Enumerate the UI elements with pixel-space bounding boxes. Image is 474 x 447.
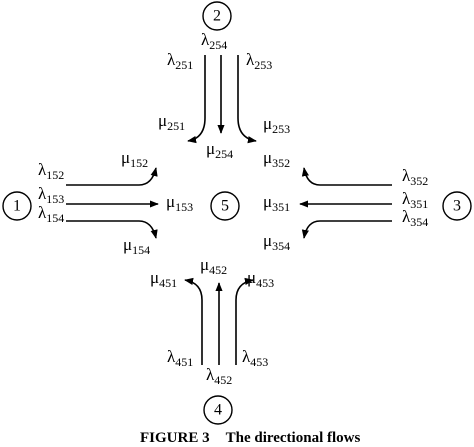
flow-arrow-154 — [66, 220, 158, 239]
label-lambda-254: λ254 — [201, 30, 227, 52]
svg-text:4: 4 — [214, 402, 222, 419]
label-lambda-153: λ153 — [38, 184, 64, 206]
label-mu-152: μ152 — [121, 148, 148, 170]
label-lambda-251: λ251 — [167, 50, 193, 72]
flow-arrow-451 — [184, 277, 203, 365]
label-lambda-152: λ152 — [38, 160, 64, 182]
label-mu-453: μ453 — [247, 268, 274, 290]
label-lambda-253: λ253 — [246, 50, 272, 72]
flow-arrow-453 — [235, 277, 254, 365]
node-3: 3 — [442, 191, 472, 221]
svg-text:3: 3 — [453, 198, 461, 215]
figure-title: The directional flows — [226, 430, 361, 446]
flow-arrow-253 — [237, 55, 257, 144]
label-lambda-154: λ154 — [38, 203, 64, 225]
label-mu-154: μ154 — [123, 235, 150, 257]
label-lambda-452: λ452 — [206, 365, 232, 387]
flow-arrow-354 — [301, 220, 392, 239]
label-mu-253: μ253 — [263, 114, 290, 136]
node-1: 1 — [2, 191, 32, 221]
label-mu-351: μ351 — [263, 192, 290, 214]
svg-text:2: 2 — [213, 8, 221, 25]
label-lambda-354: λ354 — [402, 207, 428, 229]
svg-text:5: 5 — [221, 198, 229, 215]
node-4: 4 — [203, 395, 233, 425]
label-lambda-351: λ351 — [402, 189, 428, 211]
label-mu-251: μ251 — [158, 111, 185, 133]
label-mu-451: μ451 — [150, 268, 177, 290]
label-lambda-352: λ352 — [402, 166, 428, 188]
flow-arrow-251 — [187, 55, 206, 144]
label-mu-254: μ254 — [206, 139, 233, 161]
flow-arrow-352 — [301, 167, 392, 186]
figure-number: FIGURE 3 — [140, 430, 210, 446]
label-mu-354: μ354 — [263, 231, 290, 253]
label-mu-352: μ352 — [263, 148, 290, 170]
figure-caption: FIGURE 3 The directional flows — [140, 430, 360, 446]
svg-text:1: 1 — [13, 198, 21, 215]
label-mu-153: μ153 — [166, 192, 193, 214]
node-2: 2 — [202, 1, 232, 31]
label-lambda-453: λ453 — [242, 347, 268, 369]
label-lambda-451: λ451 — [167, 347, 193, 369]
node-5: 5 — [210, 191, 240, 221]
label-mu-452: μ452 — [200, 255, 227, 277]
flow-arrow-152 — [66, 167, 158, 186]
